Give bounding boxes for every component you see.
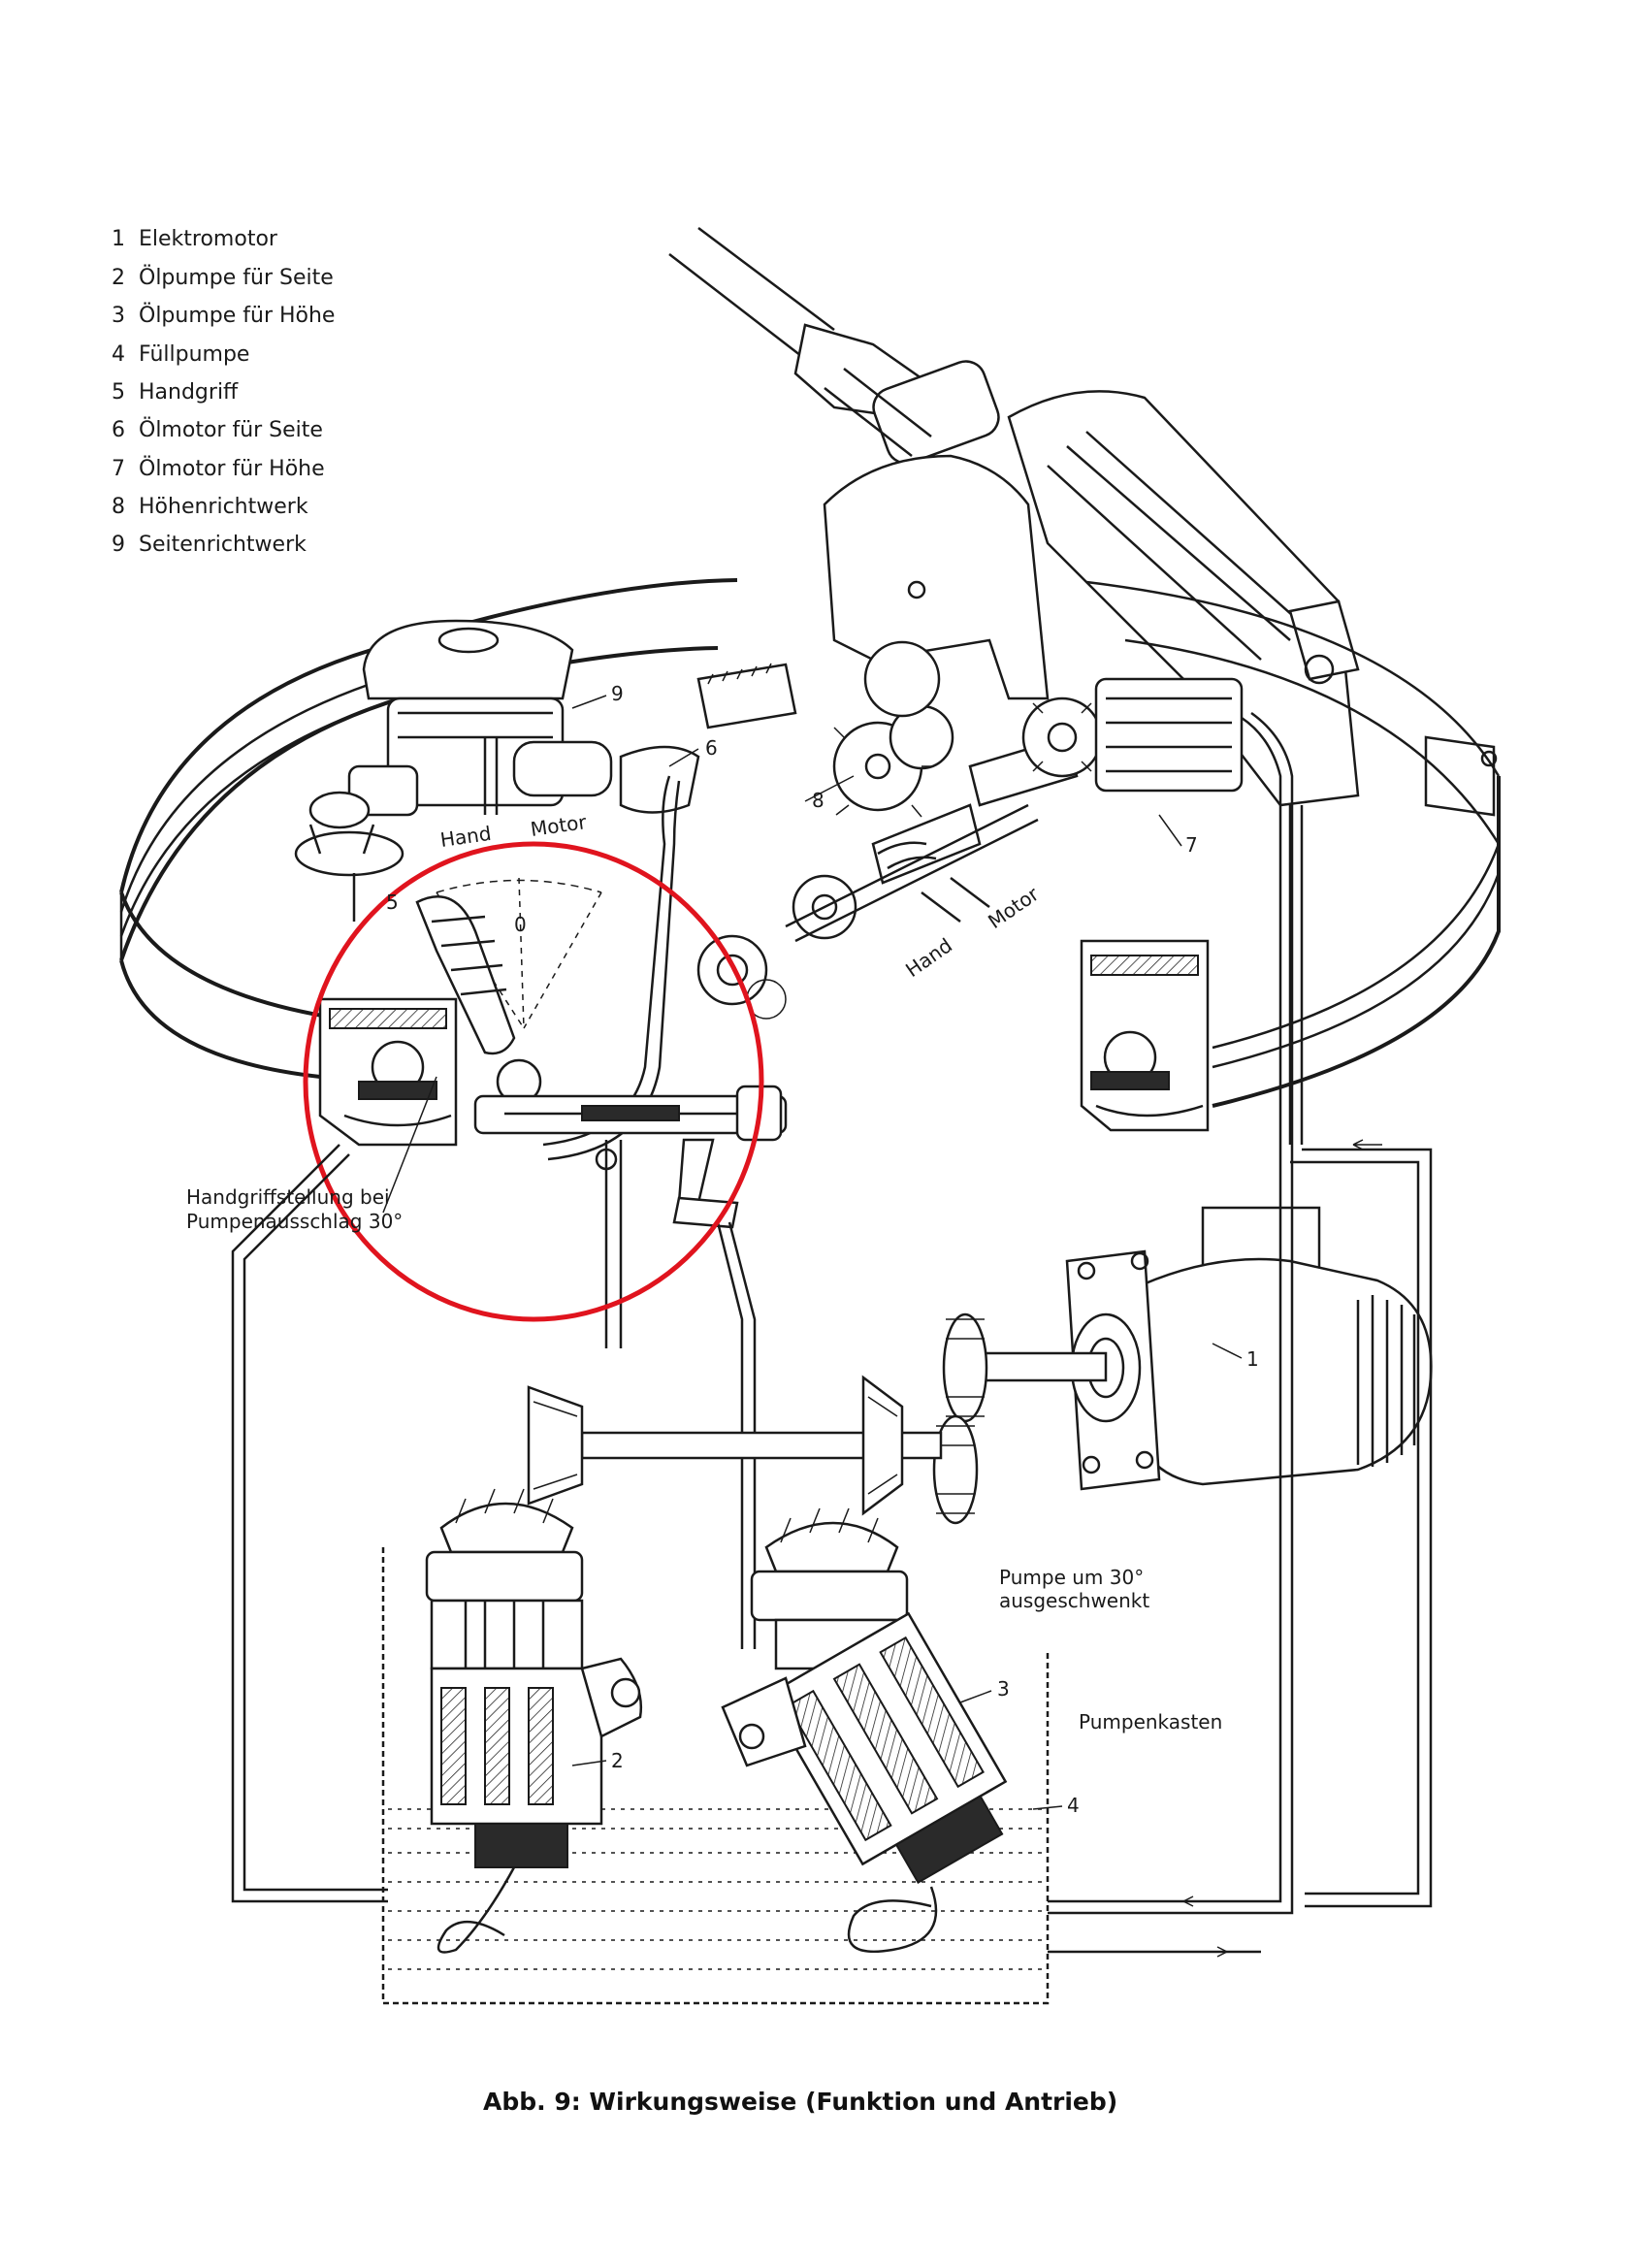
label-4: 4 — [1067, 1794, 1080, 1817]
oil-pump-elevation — [721, 1507, 1008, 1954]
label-1: 1 — [1246, 1347, 1259, 1371]
label-hand-right: Hand — [901, 933, 956, 982]
oil-lines — [231, 805, 1433, 1958]
oil-motor-elevation — [1021, 677, 1294, 1145]
gun-barrel — [668, 227, 1000, 465]
label-pumpe-line2: ausgeschwenkt — [999, 1589, 1149, 1612]
label-7: 7 — [1185, 833, 1198, 857]
label-handgriff-line2: Pumpenausschlag 30° — [186, 1210, 403, 1233]
ring-cross-section-right — [1080, 939, 1210, 1132]
pump-box — [381, 1547, 1050, 2005]
traverse-gear-unit — [347, 619, 613, 817]
traverse-rack — [696, 663, 797, 729]
drive-shaft — [527, 1375, 943, 1516]
label-6: 6 — [705, 736, 718, 760]
leader-lines — [382, 695, 1243, 1810]
label-motor-left: Motor — [529, 810, 588, 841]
ring-cross-section-left — [318, 997, 458, 1147]
label-5: 5 — [386, 891, 399, 914]
handgrip — [415, 895, 542, 1105]
label-3: 3 — [997, 1677, 1010, 1701]
label-zero: 0 — [514, 913, 527, 936]
elevation-clutch — [696, 934, 787, 1020]
figure-caption: Abb. 9: Wirkungsweise (Funktion und Antr… — [483, 2088, 1117, 2116]
label-pumpenkasten: Pumpenkasten — [1079, 1710, 1222, 1733]
oil-motor-traverse — [542, 745, 700, 1161]
label-pumpe-line1: Pumpe um 30° — [999, 1566, 1144, 1589]
control-linkage — [473, 1085, 788, 1649]
oil-pump-traverse — [425, 1488, 642, 1954]
highlight-circle — [303, 841, 764, 1322]
label-handgriff-line1: Handgriffstellung bei — [186, 1185, 390, 1209]
label-9: 9 — [611, 682, 624, 705]
label-motor-right: Motor — [984, 882, 1044, 933]
handwheel-left — [294, 791, 404, 922]
motor-shaft-gears — [932, 1312, 1108, 1525]
label-2: 2 — [611, 1749, 624, 1772]
label-8: 8 — [812, 789, 824, 812]
